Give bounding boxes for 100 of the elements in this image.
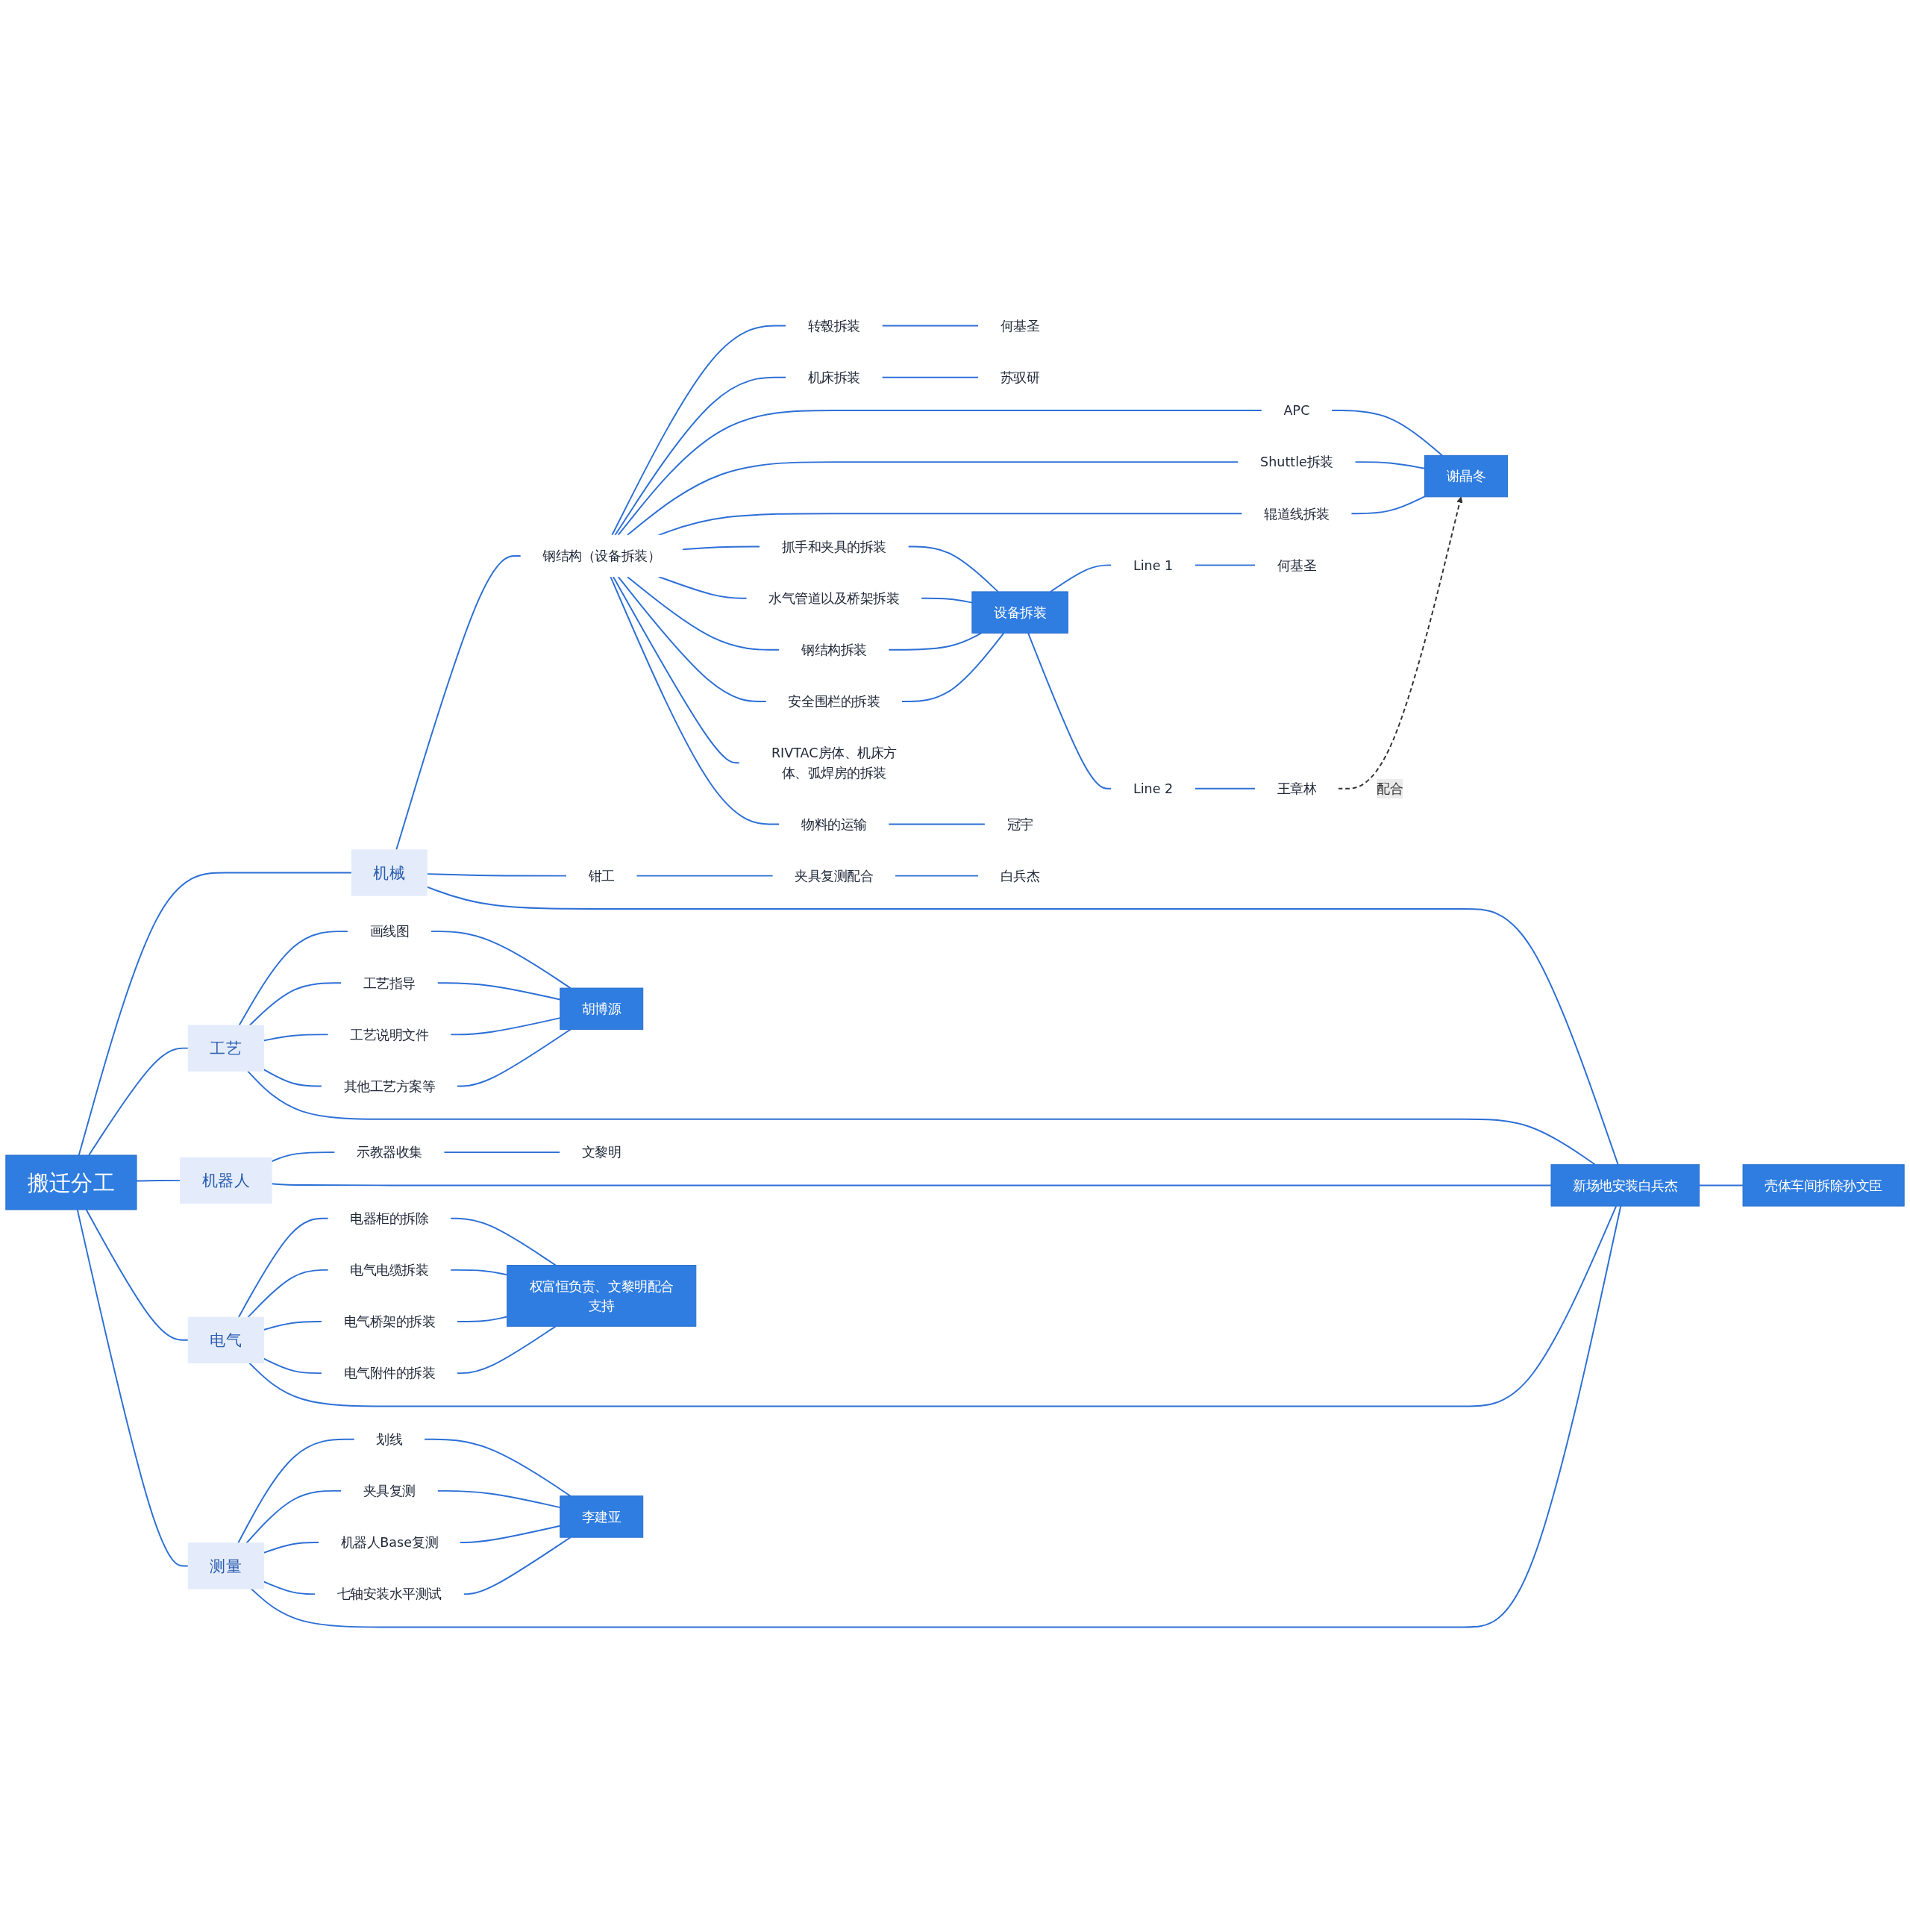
connector [1354, 461, 1426, 469]
node-text: 其他工艺方案等 [343, 1078, 436, 1094]
node-text: 工艺说明文件 [350, 1027, 429, 1042]
node-text: 冠宇 [1006, 816, 1033, 832]
connector [1330, 409, 1443, 457]
node-text: 辊道线拆装 [1264, 505, 1330, 522]
connector [657, 575, 748, 599]
node-text: 电气附件的拆装 [343, 1365, 436, 1381]
node-box: 权富恒负责、文黎明配合支持 [507, 1264, 697, 1327]
connector [442, 1151, 561, 1153]
connector [626, 575, 780, 651]
connector [263, 1357, 323, 1374]
connector [263, 1320, 323, 1331]
connector [449, 1017, 561, 1036]
connector [1194, 564, 1256, 566]
node-box: 机器人 [180, 1157, 272, 1204]
node-text: 钢结构拆装 [801, 642, 867, 657]
node-box: 新场地安装白兵杰 [1550, 1164, 1700, 1207]
node-text: APC [1283, 402, 1310, 419]
connector [263, 1581, 316, 1595]
node-text: 夹具复测配合 [795, 868, 874, 884]
node-text: 转毂拆装 [807, 318, 860, 334]
connector [456, 1316, 508, 1322]
connector [459, 1525, 561, 1543]
node-box: 工艺 [187, 1025, 264, 1072]
connector [894, 875, 980, 877]
connector [247, 1269, 330, 1318]
node-text: 苏驭研 [1000, 369, 1040, 385]
node-text: 电气桥架的拆装 [343, 1313, 436, 1330]
node-box: 搬迁分工 [5, 1154, 137, 1210]
connector [610, 575, 780, 825]
connector [887, 823, 986, 825]
connector [248, 1205, 1618, 1407]
node-box: 机械 [351, 849, 428, 896]
connector [614, 376, 787, 537]
node-text: 物料的运输 [801, 816, 867, 832]
edge-label: 配合 [1377, 781, 1403, 796]
node-text: 电器柜的拆除 [350, 1210, 429, 1226]
connector [1350, 495, 1426, 515]
connector [436, 982, 561, 1001]
connector [426, 886, 1619, 1166]
connector [245, 1489, 342, 1544]
node-text: 钢结构（设备拆装） [542, 548, 661, 564]
connector [681, 545, 761, 551]
node-text: Shuttle拆装 [1260, 454, 1333, 470]
connector [237, 1438, 356, 1544]
node-text: 钳工 [588, 868, 615, 884]
connector [136, 1179, 181, 1182]
connector [907, 545, 999, 593]
connector [395, 554, 522, 851]
connector [636, 875, 774, 877]
connector [263, 1034, 330, 1042]
node-text: 工艺指导 [363, 975, 416, 991]
connector [426, 873, 568, 877]
node-text: 白兵杰 [1000, 868, 1040, 884]
node-box: 壳体车间拆除孙文臣 [1742, 1164, 1905, 1207]
node-text: 夹具复测 [363, 1483, 416, 1498]
connector [463, 1536, 572, 1595]
connector [456, 1028, 572, 1087]
node-text: 机床拆装 [807, 369, 860, 385]
connector [887, 632, 983, 651]
node-text: 电气电缆拆装 [350, 1262, 429, 1278]
node-text: 何基圣 [1000, 318, 1040, 334]
node-box: 电气 [187, 1316, 264, 1363]
node-text: 七轴安装水平测试 [336, 1586, 442, 1602]
connector [263, 1069, 323, 1087]
node-text: 划线 [376, 1431, 403, 1447]
node-text: Line 1 [1133, 557, 1174, 573]
connector [449, 1217, 557, 1266]
node-text: 画线图 [369, 923, 410, 940]
connector [88, 1047, 190, 1156]
connector [430, 931, 572, 989]
connector [901, 632, 1005, 702]
node-text: 机器人Base复测 [340, 1534, 439, 1551]
connector [271, 1151, 336, 1163]
node-text: RIVTAC房体、机床方体、弧焊房的拆装 [771, 745, 897, 781]
connector [611, 325, 787, 537]
node-text: 水气管道以及桥架拆装 [768, 590, 900, 606]
connector [1194, 787, 1256, 790]
node-text: 安全围栏的拆装 [788, 693, 880, 710]
connector [1698, 1184, 1744, 1187]
node-text: 何基圣 [1277, 557, 1317, 573]
node-box: 李建亚 [560, 1495, 644, 1538]
connector [423, 1438, 572, 1497]
connector [248, 982, 342, 1026]
node-box: 胡博源 [560, 987, 644, 1030]
connector [617, 575, 768, 702]
connector [78, 872, 353, 1156]
node-text: 示教器收集 [357, 1144, 422, 1160]
connector [237, 1217, 330, 1318]
connector [657, 513, 1243, 537]
connector [881, 325, 980, 327]
connector [881, 376, 980, 378]
node-box: 测量 [187, 1542, 264, 1589]
connector [271, 1183, 1552, 1187]
connector [612, 575, 741, 764]
connector [449, 1269, 508, 1276]
connector [247, 1070, 1597, 1166]
connector [920, 597, 973, 604]
connector [436, 1489, 561, 1508]
